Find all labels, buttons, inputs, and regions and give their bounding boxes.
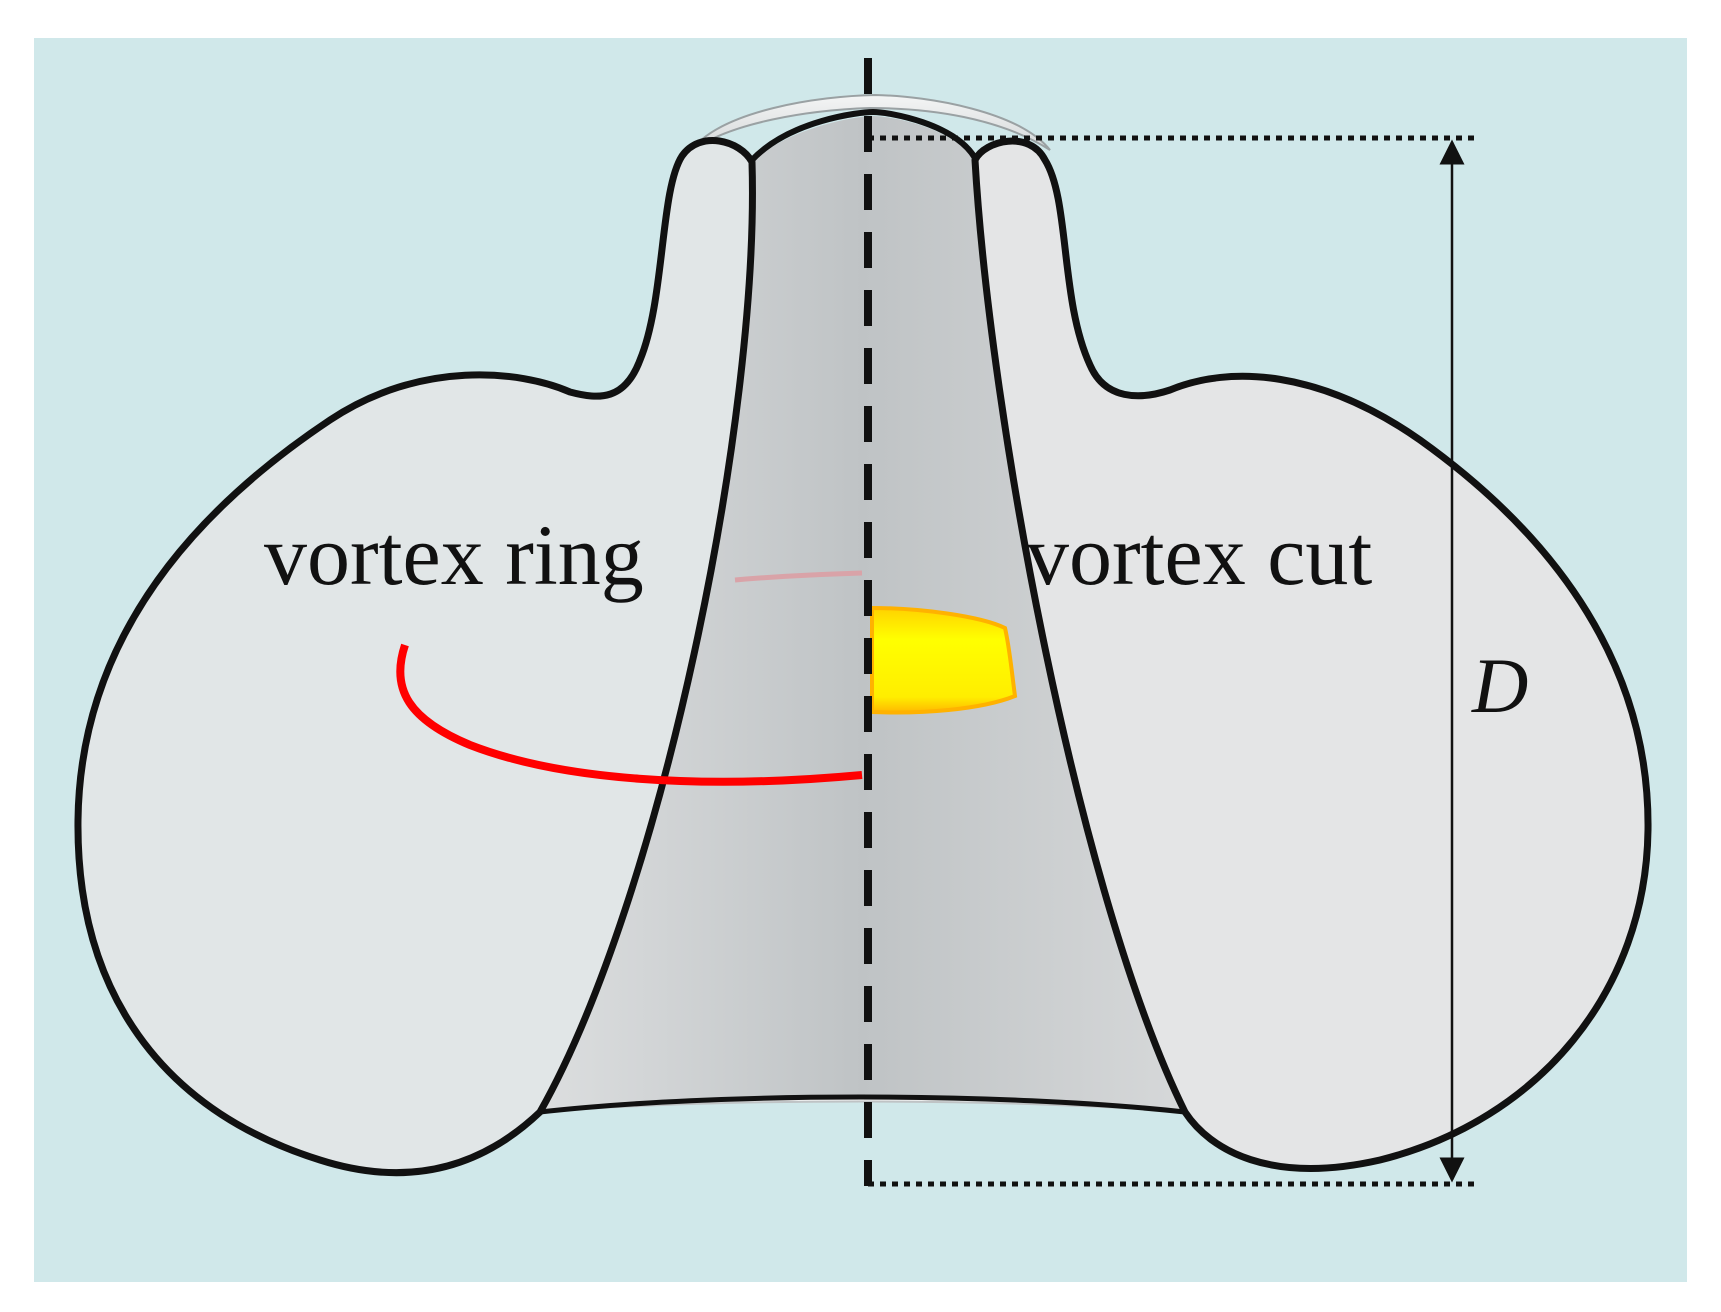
hole-inner-rim [749, 108, 978, 163]
top-rim [689, 93, 1051, 153]
label-vortex-ring: vortex ring [264, 507, 644, 603]
vortex-ring-hidden-segment [734, 570, 863, 583]
label-dimension-d: D [1471, 642, 1528, 729]
right-lobe [971, 137, 1652, 1172]
left-lobe [74, 137, 756, 1177]
vortex-cut-sheet [870, 605, 1018, 715]
label-vortex-cut: vortex cut [1026, 507, 1372, 603]
vortex-ring-line [396, 643, 863, 786]
funnel-hole-surface [540, 116, 1185, 1112]
bottom-rim-edge [539, 1094, 1186, 1115]
